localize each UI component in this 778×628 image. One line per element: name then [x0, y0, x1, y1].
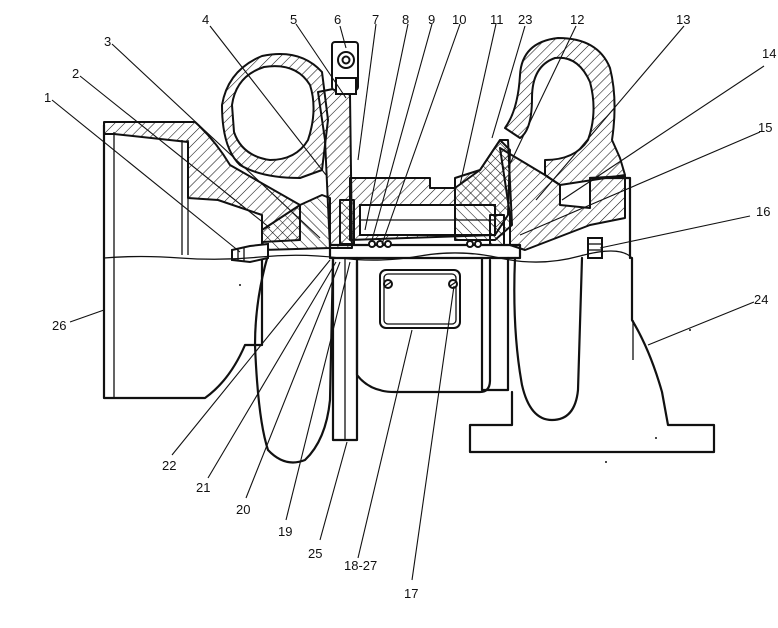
- leader-lines: [51, 23, 765, 581]
- callout-25: 25: [308, 546, 322, 561]
- callout-22: 22: [162, 458, 176, 473]
- callout-2: 2: [72, 66, 79, 81]
- callout-10: 10: [452, 12, 466, 27]
- callout-16: 16: [756, 204, 770, 219]
- callout-15: 15: [758, 120, 772, 135]
- callout-17: 17: [404, 586, 418, 601]
- callout-23: 23: [518, 12, 532, 27]
- callout-8: 8: [402, 12, 409, 27]
- callout-6: 6: [334, 12, 341, 27]
- callout-18-27: 18-27: [344, 558, 377, 573]
- callout-19: 19: [278, 524, 292, 539]
- callout-13: 13: [676, 12, 690, 27]
- callout-9: 9: [428, 12, 435, 27]
- callout-3: 3: [104, 34, 111, 49]
- callout-7: 7: [372, 12, 379, 27]
- compressor-housing: [102, 53, 335, 464]
- callout-11: 11: [490, 12, 504, 27]
- callout-24: 24: [754, 292, 768, 307]
- callout-5: 5: [290, 12, 297, 27]
- callout-labels: 1 2 3 4 5 6 7 8 9 10 11 23 12 13 14 15 1…: [44, 12, 776, 601]
- turbine-housing: [454, 37, 716, 454]
- callout-21: 21: [196, 480, 210, 495]
- callout-14: 14: [762, 46, 776, 61]
- callout-1: 1: [44, 90, 51, 105]
- callout-26: 26: [52, 318, 66, 333]
- print-specks: [239, 284, 691, 463]
- callout-12: 12: [570, 12, 584, 27]
- callout-4: 4: [202, 12, 209, 27]
- break-line: [103, 250, 633, 263]
- callout-20: 20: [236, 502, 250, 517]
